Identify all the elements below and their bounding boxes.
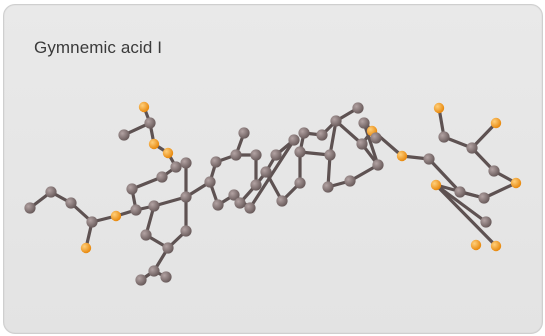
bond <box>362 121 380 167</box>
carbon-atom <box>204 176 216 188</box>
bond <box>328 119 338 157</box>
carbon-atom <box>480 216 492 228</box>
carbon-atom <box>454 186 466 198</box>
carbon-atom <box>180 157 192 169</box>
carbon-atom <box>118 129 130 141</box>
carbon-atom <box>144 117 156 129</box>
oxygen-atom <box>396 150 408 162</box>
carbon-atom <box>148 200 160 212</box>
carbon-atom <box>358 117 370 129</box>
bond <box>434 183 498 248</box>
carbon-atom <box>316 129 328 141</box>
carbon-atom <box>322 181 334 193</box>
oxygen-atom <box>433 102 445 114</box>
carbon-atom <box>126 183 138 195</box>
carbon-atom <box>244 202 256 214</box>
carbon-atom <box>370 132 382 144</box>
carbon-atom <box>488 165 500 177</box>
carbon-atom <box>270 149 282 161</box>
molecule-title: Gymnemic acid I <box>34 38 163 57</box>
bond <box>482 181 518 200</box>
carbon-atom <box>294 177 306 189</box>
oxygen-atom <box>510 177 522 189</box>
carbon-atom <box>352 102 364 114</box>
carbon-atom <box>160 271 172 283</box>
oxygen-atom <box>470 239 482 251</box>
carbon-atom <box>148 265 160 277</box>
oxygen-atom <box>148 138 160 150</box>
oxygen-atom <box>110 210 122 222</box>
carbon-atom <box>140 229 152 241</box>
carbon-atom <box>45 186 57 198</box>
carbon-atom <box>180 225 192 237</box>
carbon-atom <box>65 197 77 209</box>
carbon-atom <box>250 149 262 161</box>
carbon-atom <box>250 179 262 191</box>
carbon-atom <box>294 146 306 158</box>
carbon-atom <box>86 216 98 228</box>
carbon-atom <box>478 192 490 204</box>
carbon-atom <box>298 127 310 139</box>
carbon-atom <box>238 127 250 139</box>
carbon-atom <box>466 142 478 154</box>
oxygen-atom <box>162 147 174 159</box>
carbon-atom <box>230 149 242 161</box>
bond <box>334 119 364 146</box>
carbon-atom <box>344 175 356 187</box>
carbon-atom <box>438 131 450 143</box>
molecule-card: Gymnemic acid I <box>3 4 543 334</box>
carbon-atom <box>288 134 300 146</box>
carbon-atom <box>210 156 222 168</box>
carbon-atom <box>330 115 342 127</box>
molecule-model <box>24 101 522 286</box>
carbon-atom <box>162 242 174 254</box>
oxygen-atom <box>490 117 502 129</box>
oxygen-atom <box>80 242 92 254</box>
carbon-atom <box>324 149 336 161</box>
bond <box>427 157 462 194</box>
bond <box>434 183 488 224</box>
carbon-atom <box>276 195 288 207</box>
carbon-atom <box>234 197 246 209</box>
carbon-atom <box>212 199 224 211</box>
carbon-atom <box>130 204 142 216</box>
carbon-atom <box>356 138 368 150</box>
carbon-atom <box>228 189 240 201</box>
bond <box>248 138 296 210</box>
carbon-atom <box>260 166 272 178</box>
atom-layer <box>24 101 522 286</box>
carbon-atom <box>156 171 168 183</box>
oxygen-atom <box>430 179 442 191</box>
bond <box>470 121 498 150</box>
carbon-atom <box>180 191 192 203</box>
carbon-atom <box>372 159 384 171</box>
carbon-atom <box>24 202 36 214</box>
carbon-atom <box>423 153 435 165</box>
carbon-atom <box>170 161 182 173</box>
carbon-atom <box>135 274 147 286</box>
oxygen-atom <box>138 101 150 113</box>
oxygen-atom <box>490 240 502 252</box>
